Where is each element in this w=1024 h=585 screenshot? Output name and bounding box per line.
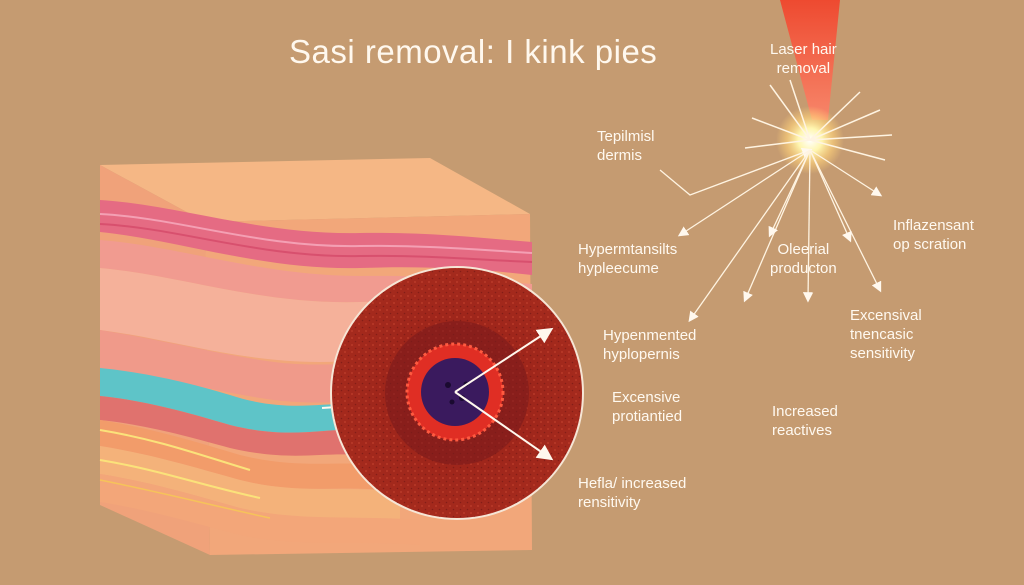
page-title: Sasi removal: I kink pies bbox=[289, 33, 658, 70]
laser-beam bbox=[780, 0, 840, 120]
connector-lines bbox=[659, 147, 883, 323]
laser-rays bbox=[744, 79, 893, 161]
skin-block-top bbox=[100, 158, 530, 222]
magnified-follicle bbox=[330, 266, 584, 520]
